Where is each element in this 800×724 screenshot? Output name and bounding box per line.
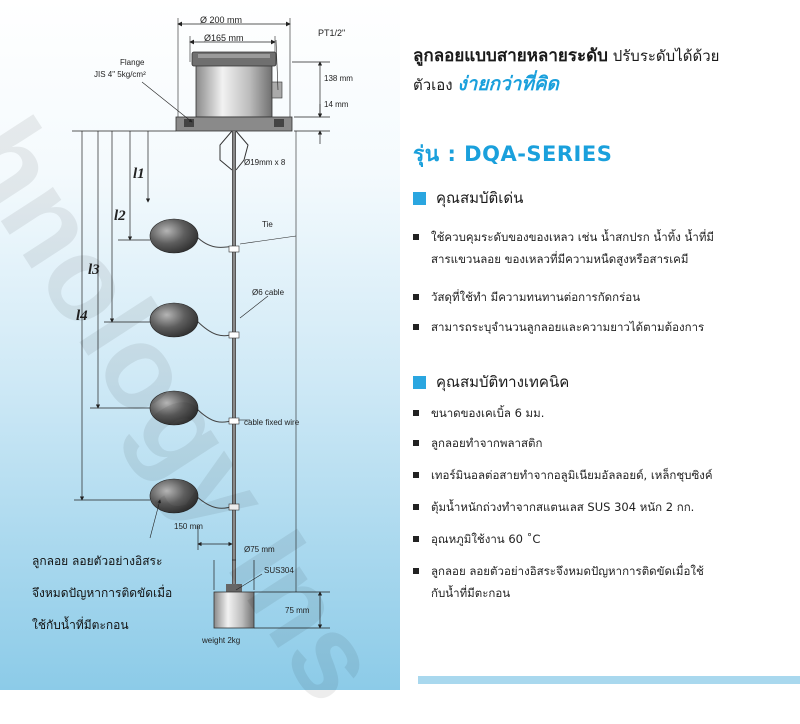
note-line-1: ลูกลอย ลอยตัวอย่างอิสระ <box>32 554 163 568</box>
diagram-panel: Ø 200 mm Ø165 mm PT1/2" Flange JIS 4" 5k… <box>0 0 400 690</box>
tech-6-line-1: ลูกลอย ลอยตัวอย่างอิสระจึงหมดปัญหาการติด… <box>431 564 704 578</box>
callout-leaders <box>149 235 297 539</box>
headline-plain: ตัวเอง <box>413 76 458 94</box>
headline-line-1: ลูกลอยแบบสายหลายระดับ ปรับระดับได้ด้วย <box>413 42 719 70</box>
tech-item-1: ขนาดของเคเบิ้ล 6 มม. <box>413 402 798 424</box>
bullet-icon <box>413 567 419 574</box>
level-3-label: l3 <box>88 262 100 278</box>
square-bullet-icon <box>413 191 426 205</box>
headline: ลูกลอยแบบสายหลายระดับ ปรับระดับได้ด้วย ต… <box>413 42 719 99</box>
feature-item-2: วัสดุที่ใช้ทำ มีความทนทานต่อการกัดกร่อน <box>413 286 798 308</box>
features-heading: คุณสมบัติเด่น <box>413 186 523 210</box>
height-75-label: 75 mm <box>285 606 310 615</box>
tech-1-text: ขนาดของเคเบิ้ล 6 มม. <box>431 406 545 420</box>
feature-3-text: สามารถระบุจำนวนลูกลอยและความยาวได้ตามต้อ… <box>431 320 705 334</box>
fixed-wire-label: cable fixed wire <box>244 418 300 427</box>
feature-2-text: วัสดุที่ใช้ทำ มีความทนทานต่อการกัดกร่อน <box>431 290 641 304</box>
technical-heading: คุณสมบัติทางเทคนิค <box>413 370 569 394</box>
tech-5-text: อุณหภูมิใช้งาน 60 ˚C <box>431 532 541 546</box>
width-150-label: 150 mm <box>174 522 203 531</box>
feature-1-line-2: สารแขวนลอย ของเหลวที่มีความหนืดสูงหรือสา… <box>431 252 689 266</box>
series-title: รุ่น : DQA-SERIES <box>413 142 613 166</box>
bullet-icon <box>413 471 419 478</box>
dim-75-height <box>254 591 330 629</box>
bullet-icon <box>413 409 419 416</box>
headline-line-2: ตัวเอง ง่ายกว่าที่คิด <box>413 70 719 99</box>
float-1 <box>149 218 235 254</box>
technical-title: คุณสมบัติทางเทคนิค <box>436 373 570 391</box>
tech-item-2: ลูกลอยทำจากพลาสติก <box>413 432 798 454</box>
pt-leader <box>275 39 279 91</box>
level-2-label: l2 <box>114 208 126 224</box>
tech-2-text: ลูกลอยทำจากพลาสติก <box>431 436 543 450</box>
level-1-label: l1 <box>133 166 145 182</box>
float-2 <box>149 302 235 338</box>
cable-assembly <box>219 130 249 592</box>
bullet-icon <box>413 293 419 300</box>
dim-150 <box>197 526 233 550</box>
tech-item-4: ตุ้มน้ำหนักถ่วงทำจากสแตนเลส SUS 304 หนัก… <box>413 496 798 518</box>
float-3 <box>149 390 235 426</box>
pipe-label: Ø19mm x 8 <box>244 158 286 167</box>
headline-rest: ปรับระดับได้ด้วย <box>607 47 720 65</box>
sus-leader <box>235 573 263 591</box>
dim-200-label: Ø 200 mm <box>200 15 243 25</box>
note-line-2: จึงหมดปัญหาการติดขัดเมื่อ <box>32 586 173 600</box>
dim-75-dia <box>213 559 255 590</box>
note-line-3: ใช้กับน้ำที่มีตะกอน <box>32 618 129 632</box>
tech-3-text: เทอร์มินอลต่อสายทำจากอลูมิเนียมอัลลอยด์,… <box>431 468 713 482</box>
height-dims <box>292 61 330 144</box>
headline-accent: ง่ายกว่าที่คิด <box>457 73 559 95</box>
tech-item-5: อุณหภูมิใช้งาน 60 ˚C <box>413 528 798 550</box>
dia-75-label: Ø75 mm <box>244 545 275 554</box>
flange-spec-label: JIS 4" 5kg/cm² <box>94 70 146 79</box>
tech-item-3: เทอร์มินอลต่อสายทำจากอลูมิเนียมอัลลอยด์,… <box>413 464 798 486</box>
level-dims <box>72 130 176 501</box>
float-switch-drawing <box>72 18 330 629</box>
float-4 <box>149 478 235 514</box>
flange-leader <box>141 81 193 123</box>
feature-item-3: สามารถระบุจำนวนลูกลอยและความยาวได้ตามต้อ… <box>413 316 798 338</box>
bottom-accent-bar <box>418 676 800 684</box>
terminal-box-body <box>191 51 283 118</box>
bullet-icon <box>413 323 419 330</box>
height-14-label: 14 mm <box>324 100 349 109</box>
feature-1-line-1: ใช้ควบคุมระดับของของเหลว เช่น น้ำสกปรก น… <box>431 230 715 244</box>
bullet-icon <box>413 503 419 510</box>
weight-label: weight 2kg <box>202 636 241 645</box>
cable-label: Ø6 cable <box>252 288 285 297</box>
bullet-icon <box>413 535 419 542</box>
ties <box>228 245 240 511</box>
tech-4-text: ตุ้มน้ำหนักถ่วงทำจากสแตนเลส SUS 304 หนัก… <box>431 500 695 514</box>
feature-item-1: ใช้ควบคุมระดับของของเหลว เช่น น้ำสกปรก น… <box>413 226 798 270</box>
dim-200-line <box>177 18 291 120</box>
weight-block <box>213 584 255 629</box>
headline-bold: ลูกลอยแบบสายหลายระดับ <box>413 46 608 66</box>
height-138-label: 138 mm <box>324 74 353 83</box>
tech-6-line-2: กับน้ำที่มีตะกอน <box>431 586 511 600</box>
tech-item-6: ลูกลอย ลอยตัวอย่างอิสระจึงหมดปัญหาการติด… <box>413 560 798 604</box>
tie-label: Tie <box>262 220 273 229</box>
level-4-label: l4 <box>76 308 88 324</box>
bullet-icon <box>413 233 419 240</box>
features-title: คุณสมบัติเด่น <box>436 189 524 207</box>
flange-label: Flange <box>120 58 145 67</box>
pt-label: PT1/2" <box>318 28 346 38</box>
square-bullet-icon <box>413 375 426 389</box>
content-panel: ลูกลอยแบบสายหลายระดับ ปรับระดับได้ด้วย ต… <box>410 0 800 690</box>
bullet-icon <box>413 439 419 446</box>
flange-plate <box>175 116 293 132</box>
dim-165-label: Ø165 mm <box>204 33 244 43</box>
sus-label: SUS304 <box>264 566 294 575</box>
